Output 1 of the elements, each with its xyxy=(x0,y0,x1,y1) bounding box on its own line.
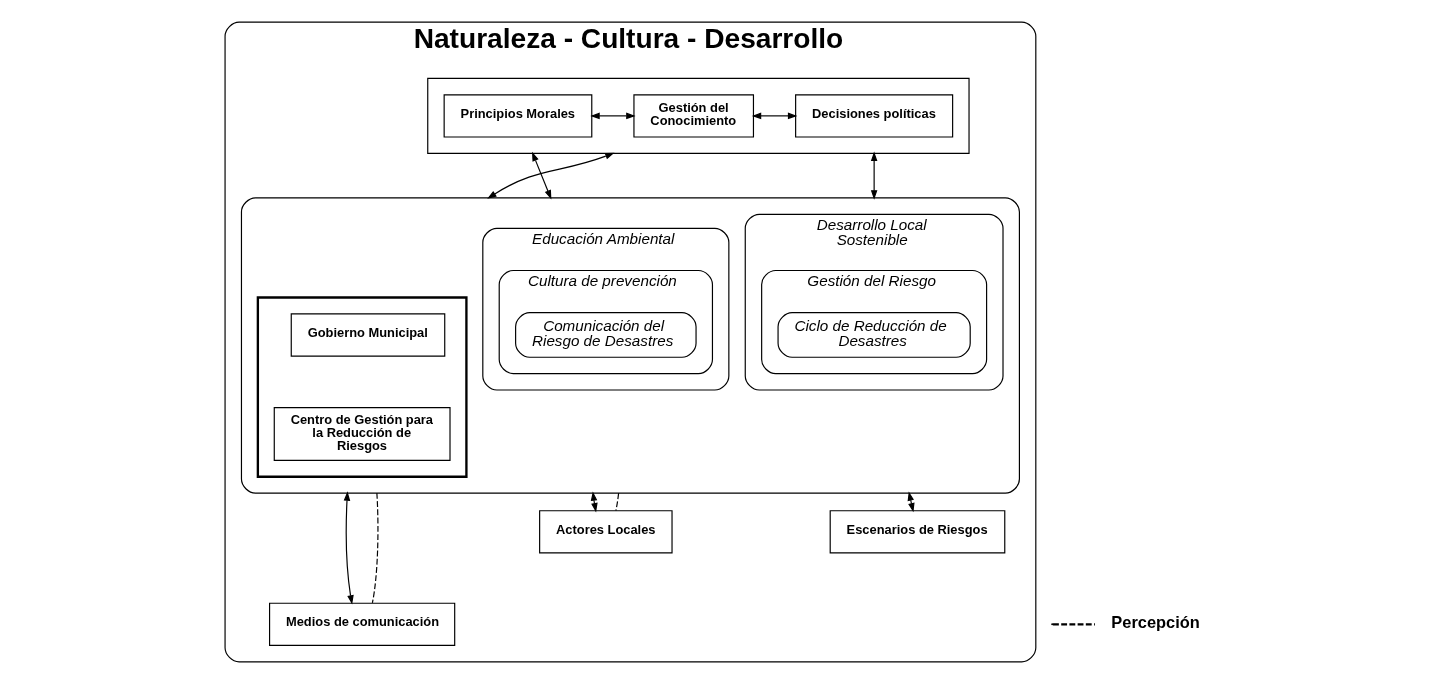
legend-label: Percepción xyxy=(1111,612,1200,631)
